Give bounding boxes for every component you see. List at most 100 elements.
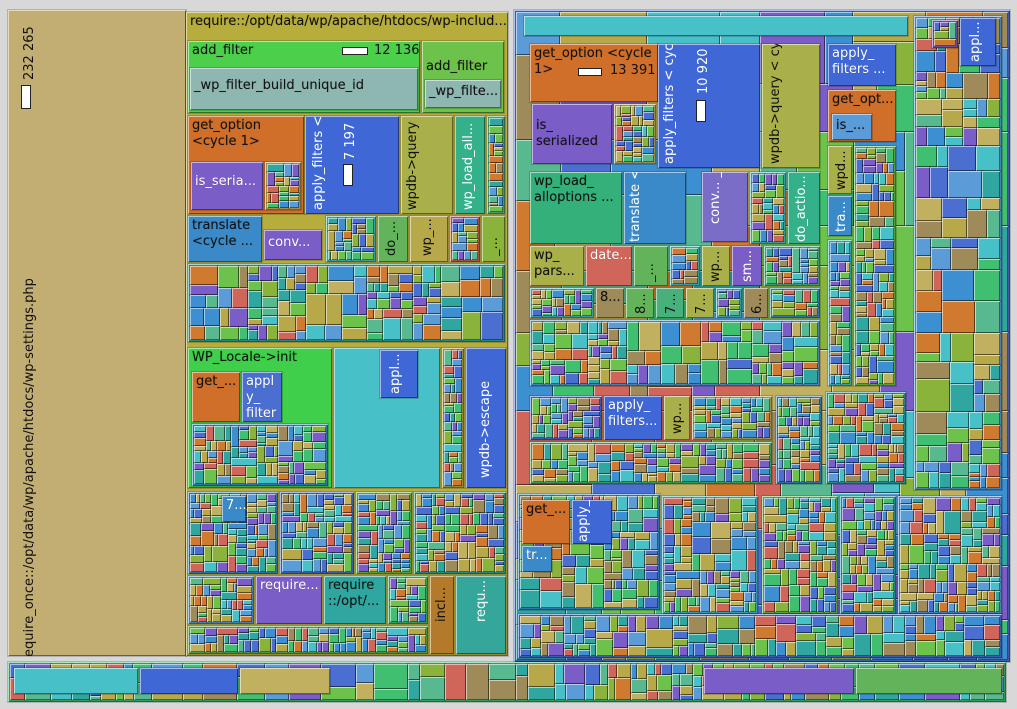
leaf-cell[interactable] [825,636,843,648]
leaf-cell[interactable] [988,545,1001,559]
leaf-cell[interactable] [935,563,949,571]
leaf-cell[interactable] [882,497,895,505]
leaf-cell[interactable] [401,510,411,522]
leaf-cell[interactable] [750,643,756,657]
leaf-cell[interactable] [551,306,558,317]
leaf-cell[interactable] [870,519,876,531]
leaf-cell[interactable] [568,294,576,305]
leaf-cell[interactable] [389,493,398,512]
leaf-cell[interactable] [809,560,818,573]
leaf-cell[interactable] [853,615,868,635]
leaf-cell[interactable] [827,472,840,483]
leaf-cell[interactable] [865,261,875,274]
leaf-cell[interactable] [286,265,296,279]
leaf-cell[interactable] [220,614,233,623]
leaf-cell[interactable] [540,359,551,367]
leaf-cell[interactable] [836,321,851,329]
leaf-cell[interactable] [892,405,905,415]
leaf-cell[interactable] [967,551,983,565]
leaf-cell[interactable] [417,585,427,601]
leaf-cell[interactable] [882,632,906,644]
leaf-cell[interactable] [563,615,572,635]
leaf-cell[interactable] [243,639,252,653]
leaf-cell[interactable] [680,518,693,528]
leaf-cell[interactable] [755,397,764,408]
leaf-cell[interactable] [332,526,345,535]
leaf-cell[interactable] [714,513,730,523]
leaf-cell[interactable] [763,506,780,516]
leaf-cell[interactable] [589,397,601,406]
leaf-cell[interactable] [781,350,795,363]
leaf-cell[interactable] [860,351,871,357]
leaf-cell[interactable] [669,601,676,613]
leaf-cell[interactable] [549,374,561,385]
leaf-cell[interactable] [337,250,347,261]
leaf-cell[interactable] [687,605,701,613]
leaf-cell[interactable] [236,577,253,587]
leaf-cell[interactable] [879,226,895,241]
leaf-cell[interactable] [554,630,565,644]
leaf-cell[interactable] [915,352,941,363]
leaf-cell[interactable] [587,443,596,463]
leaf-cell[interactable] [459,513,470,526]
leaf-cell[interactable] [966,581,978,589]
leaf-cell[interactable] [443,377,456,385]
leaf-cell[interactable] [611,579,616,590]
leaf-cell[interactable] [785,416,793,427]
leaf-cell[interactable] [248,631,260,641]
leaf-cell[interactable] [939,21,950,28]
leaf-cell[interactable] [915,461,925,473]
leaf-cell[interactable] [475,557,483,573]
leaf-cell[interactable] [306,506,325,514]
leaf-cell[interactable] [277,331,297,341]
leaf-cell[interactable] [231,287,249,309]
node-requ-left[interactable]: requ... [455,575,507,655]
leaf-cell[interactable] [691,553,701,572]
leaf-cell[interactable] [777,416,787,427]
leaf-cell[interactable] [577,643,591,651]
leaf-cell[interactable] [597,473,612,483]
leaf-cell[interactable] [836,241,846,255]
leaf-cell[interactable] [663,574,677,584]
leaf-cell[interactable] [796,412,811,418]
leaf-cell[interactable] [855,316,870,332]
leaf-cell[interactable] [386,635,399,642]
leaf-cell[interactable] [633,472,643,483]
leaf-cell[interactable] [326,552,334,565]
leaf-cell[interactable] [247,273,260,282]
leaf-cell[interactable] [950,461,970,477]
leaf-cell[interactable] [631,549,646,569]
leaf-cell[interactable] [883,393,894,401]
leaf-cell[interactable] [946,427,970,444]
leaf-cell[interactable] [855,147,868,154]
leaf-cell[interactable] [715,588,731,599]
leaf-cell[interactable] [531,374,545,385]
leaf-cell[interactable] [294,473,305,485]
leaf-cell[interactable] [671,262,687,271]
leaf-cell[interactable] [808,511,820,519]
node-wp-filter-2[interactable]: _wp_filte... [424,79,502,109]
leaf-cell[interactable] [864,548,878,557]
leaf-cell[interactable] [387,265,414,275]
leaf-cell[interactable] [443,421,453,432]
leaf-cell[interactable] [397,606,410,613]
leaf-cell[interactable] [809,454,821,463]
leaf-cell[interactable] [882,642,906,657]
node-translate-left[interactable]: translate <cycle ... [187,215,263,263]
leaf-cell[interactable] [976,590,983,601]
leaf-cell[interactable] [698,464,717,476]
leaf-cell[interactable] [672,645,680,657]
leaf-cell[interactable] [370,627,377,640]
leaf-cell[interactable] [366,265,381,278]
leaf-cell[interactable] [484,500,495,514]
leaf-cell[interactable] [256,445,266,464]
leaf-cell[interactable] [444,541,453,553]
leaf-cell[interactable] [692,675,703,688]
leaf-cell[interactable] [880,581,891,592]
leaf-cell[interactable] [829,253,851,263]
leaf-cell[interactable] [614,579,623,590]
leaf-cell[interactable] [935,615,945,632]
leaf-cell[interactable] [731,417,743,424]
leaf-cell[interactable] [277,455,294,463]
leaf-cell[interactable] [332,552,345,560]
